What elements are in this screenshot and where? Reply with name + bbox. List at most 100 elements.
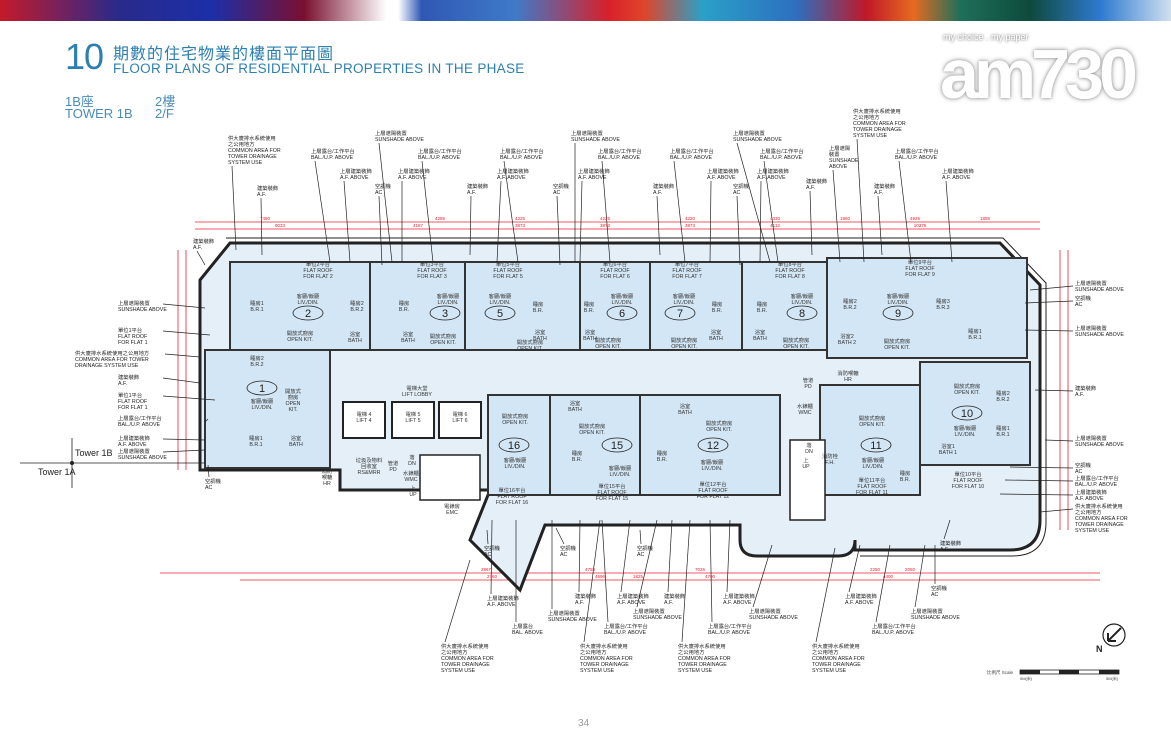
room-label-line: FLAT ROOF [905,266,935,272]
flat-number: 15 [611,440,623,452]
room-label-line: 單位16平台 [498,486,525,494]
annotation-text-line: BAL./U.P. ABOVE [418,155,460,161]
section-number: 10 [65,36,104,77]
leader-line [583,519,601,643]
room-label-line: LIV./DIN. [609,472,630,478]
annotation-text-line: 建築裝飾 [653,182,674,190]
common-area-label-line: 消防喉轆 [837,369,859,377]
dimension-value: 2867 [481,567,492,572]
flat-7-area [649,261,743,351]
leader-line [204,418,209,423]
dimension-value: 2760 [487,574,498,579]
annotation-text-line: 建築裝飾 [118,373,139,381]
dimension-value: 4167 [413,223,424,228]
leader-line [815,547,836,643]
room-label-line: 單位3平台 [420,260,444,268]
annotation-text-line: 之公用地方 [812,648,839,656]
room-label-line: 開放式廚房 [595,336,622,344]
annotation-text-line: 上層露台/工作平台 [708,622,752,630]
room-label-line: B.R.1 [996,432,1009,438]
leader-line [1029,285,1074,291]
annotation-text-line: TOWER DRAINAGE [580,662,629,668]
common-area-label-line: PD [804,384,812,390]
room-label-line: 客廳/飯廳 [701,458,724,466]
flat-number: 12 [707,440,719,452]
common-area-label-line: WMC [404,477,417,483]
room-label-line: FLAT ROOF [672,268,702,274]
annotation-text-line: 上層建築裝飾 [707,167,739,175]
scale-bar [1019,669,1120,675]
room-label-line: BATH [289,442,303,448]
leader-line [556,195,561,266]
annotation-text-line: 上層建築裝飾 [757,167,789,175]
annotation-text-line: 之公用地方 [441,648,468,656]
annotation-text-line: SYSTEM USE [1075,528,1110,534]
room-label-line: BATH [753,336,767,342]
common-area-label-line: LIFT 6 [452,418,467,424]
room-label-line: OPEN [285,401,300,407]
room-label-line: 單位7平台 [675,260,699,268]
leader-line [736,195,741,266]
room-label-line: LIV./DIN. [297,300,318,306]
room-label-line: FOR FLAT 15 [596,496,629,502]
annotation-text-line: 供大廈排水系統使用 [812,642,860,650]
leader-line [943,519,951,540]
annotation-text-line: SYSTEM USE [853,133,888,139]
annotation-text-line: 空調機 [1075,294,1092,302]
dimension-value: 4925 [910,216,921,221]
annotation-text-line: BAL./U.P. ABOVE [118,422,160,428]
room-label-line: 單位15平台 [598,482,625,490]
flat-number-ellipse [429,305,461,321]
leader-line [636,519,658,608]
room-label-line: B.R. [757,308,767,314]
common-area-label-line: 電梯大堂 [406,384,427,392]
annotation-text-line: COMMON AREA FOR [228,148,281,154]
tower-zh: 1B座 [65,94,94,109]
room-label-line: 開放式 [285,387,302,395]
annotation-text-line: TOWER DRAINAGE [853,127,902,133]
dimension-value: 4400 [883,574,894,579]
room-label-line: 浴室 [711,328,722,336]
leader-line [555,527,565,545]
annotation-text-line: 上層建築裝飾 [1075,488,1107,496]
annotation-text-line: 建築裝飾 [806,177,827,185]
room-label-line: 開放式廚房 [671,336,698,344]
annotation-text-line: TOWER DRAINAGE [1075,522,1124,528]
common-area-label-line: 電梯 6 [452,410,467,418]
room-label-line: 客廳/飯廳 [887,292,910,300]
leader-line [752,544,773,608]
flat-number-ellipse [246,380,278,396]
common-area-label-line: 電梯 5 [405,410,420,418]
lift-6-shaft [438,401,482,439]
leader-line [1034,389,1074,392]
leader-line [673,160,686,263]
annotation-text-line: A.F. [874,190,883,196]
leader-line [999,493,1074,496]
